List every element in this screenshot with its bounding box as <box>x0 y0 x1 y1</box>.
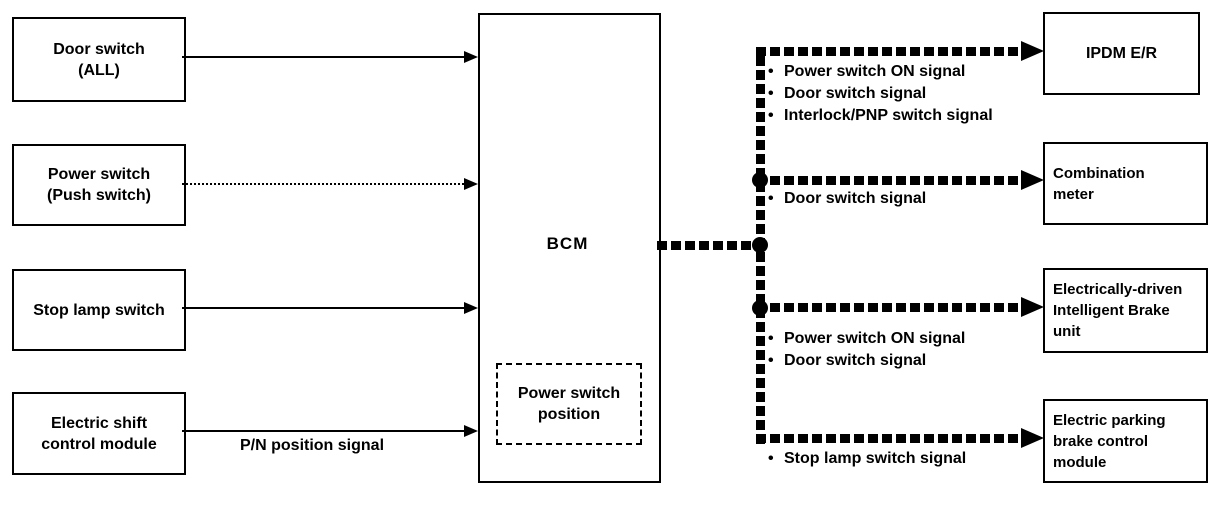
can-line-branch-combination-meter <box>756 176 1021 185</box>
box-door-switch-line1: Door switch <box>53 40 145 58</box>
signal-list-brake-unit: • Power switch ON signal • Door switch s… <box>768 328 965 372</box>
arrowhead-brake-unit <box>1021 297 1044 317</box>
signal-text: Door switch signal <box>784 85 927 102</box>
signal-text: Power switch ON signal <box>784 330 966 347</box>
box-power-switch-line2: (Push switch) <box>46 187 151 204</box>
box-intelligent-brake-line2: Intelligent Brake <box>1053 302 1170 319</box>
can-line-branch-ipdm <box>756 47 1021 56</box>
pn-position-signal-label: P/N position signal <box>240 437 385 454</box>
power-switch-position-line2: position <box>537 406 601 423</box>
box-ipdm-er-line1: IPDM E/R <box>1085 45 1158 62</box>
wire-electric-shift <box>182 430 464 432</box>
signal-item: • Power switch ON signal <box>768 61 993 83</box>
signal-item: • Stop lamp switch signal <box>768 448 966 470</box>
wire-power-switch <box>182 183 464 185</box>
signal-list-combination-meter: • Door switch signal <box>768 188 926 210</box>
box-combination-meter-line1: Combination <box>1053 164 1145 182</box>
bullet-icon: • <box>768 330 774 347</box>
box-ipdm-er: IPDM E/R <box>1043 12 1200 95</box>
arrowhead-door-switch <box>464 51 478 63</box>
box-combination-meter-line2: meter <box>1053 185 1094 203</box>
box-electric-shift-line1: Electric shift <box>50 414 148 432</box>
bullet-icon: • <box>768 85 774 102</box>
box-power-switch-position: Power switch position <box>496 363 642 445</box>
arrowhead-electric-shift <box>464 425 478 437</box>
signal-item: • Interlock/PNP switch signal <box>768 105 993 127</box>
arrowhead-power-switch <box>464 178 478 190</box>
signal-item: • Door switch signal <box>768 350 965 372</box>
signal-text: Power switch ON signal <box>784 63 966 80</box>
arrowhead-parking-brake <box>1021 428 1044 448</box>
box-power-switch: Power switch (Push switch) <box>12 144 186 226</box>
signal-text: Door switch signal <box>784 190 927 207</box>
signal-list-ipdm: • Power switch ON signal • Door switch s… <box>768 61 993 127</box>
wire-door-switch <box>182 56 464 58</box>
junction-dot-bcm-out <box>752 237 768 253</box>
box-door-switch: Door switch (ALL) <box>12 17 186 102</box>
arrowhead-combination-meter <box>1021 170 1044 190</box>
box-electric-shift-line2: control module <box>41 435 157 453</box>
power-switch-position-line1: Power switch <box>517 385 621 402</box>
box-intelligent-brake-line1: Electrically-driven <box>1053 281 1183 298</box>
bcm-label: BCM <box>546 234 589 253</box>
arrowhead-ipdm <box>1021 41 1044 61</box>
box-stop-lamp-switch-line1: Stop lamp switch <box>33 301 165 319</box>
can-line-branch-parking-brake <box>756 434 1021 443</box>
box-combination-meter: Combination meter <box>1043 142 1208 225</box>
box-power-switch-line1: Power switch <box>47 166 151 183</box>
signal-text: Interlock/PNP switch signal <box>784 107 993 124</box>
bullet-icon: • <box>768 352 774 369</box>
box-intelligent-brake-unit: Electrically-driven Intelligent Brake un… <box>1043 268 1208 353</box>
box-electric-shift-module: Electric shift control module <box>12 392 186 475</box>
signal-item: • Power switch ON signal <box>768 328 965 350</box>
signal-text: Stop lamp switch signal <box>784 450 967 467</box>
signal-text: Door switch signal <box>784 352 927 369</box>
box-parking-brake-line2: brake control <box>1053 432 1149 450</box>
junction-dot-brake-unit <box>752 300 768 316</box>
box-door-switch-line2: (ALL) <box>78 61 120 79</box>
box-intelligent-brake-line3: unit <box>1053 323 1081 340</box>
junction-dot-combination-meter <box>752 172 768 188</box>
signal-list-parking-brake: • Stop lamp switch signal <box>768 448 966 470</box>
box-parking-brake-line1: Electric parking <box>1053 411 1166 429</box>
box-parking-brake-line3: module <box>1053 453 1107 471</box>
bullet-icon: • <box>768 190 774 207</box>
signal-item: • Door switch signal <box>768 188 926 210</box>
wire-stop-lamp-switch <box>182 307 464 309</box>
box-electric-parking-brake: Electric parking brake control module <box>1043 399 1208 483</box>
can-line-branch-brake-unit <box>756 303 1021 312</box>
bullet-icon: • <box>768 107 774 124</box>
arrowhead-stop-lamp-switch <box>464 302 478 314</box>
box-stop-lamp-switch: Stop lamp switch <box>12 269 186 351</box>
can-line-bcm-out <box>657 241 765 250</box>
bullet-icon: • <box>768 63 774 80</box>
signal-item: • Door switch signal <box>768 83 993 105</box>
bullet-icon: • <box>768 450 774 467</box>
